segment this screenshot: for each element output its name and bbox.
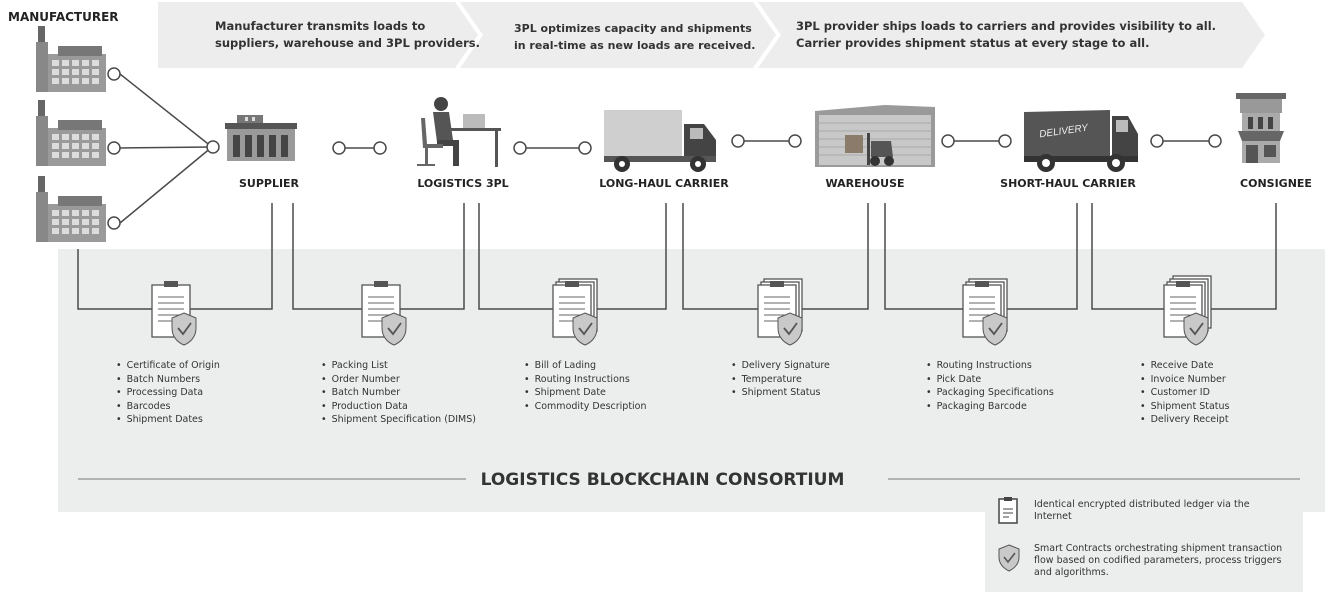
- banner-step-3-line-2: Carrier provides shipment status at ever…: [796, 36, 1150, 50]
- legend-shield-icon: [998, 544, 1020, 572]
- stage-label-short-haul-carrier: SHORT-HAUL CARRIER: [1000, 177, 1136, 190]
- manufacturer-label: MANUFACTURER: [8, 10, 119, 24]
- document-stack-icon: [757, 278, 803, 346]
- legend-box: [985, 490, 1303, 592]
- document-item: Shipment Status: [1140, 400, 1230, 414]
- factory-icon: [36, 176, 106, 242]
- document-item: Bill of Lading: [524, 359, 647, 373]
- document-item: Pick Date: [926, 373, 1054, 387]
- truck-icon: [604, 110, 716, 172]
- legend-contracts-line-2: flow based on codified parameters, proce…: [1034, 555, 1282, 566]
- document-list-consignee: Receive DateInvoice NumberCustomer IDShi…: [1140, 359, 1230, 427]
- document-item: Customer ID: [1140, 386, 1229, 400]
- banner-step-1: [158, 2, 478, 68]
- factory-icon: [36, 26, 106, 92]
- document-item: Packaging Specifications: [926, 386, 1054, 400]
- banner-step-2: [460, 2, 776, 68]
- document-stack-icon: [151, 281, 197, 346]
- banner-step-2-text: 3PL optimizes capacity and shipments in …: [514, 20, 755, 54]
- document-stack-icon: [361, 281, 407, 346]
- supplier-building-icon: [225, 115, 297, 161]
- document-item: Order Number: [321, 373, 476, 387]
- document-item: Shipment Dates: [116, 413, 220, 427]
- document-item: Receive Date: [1140, 359, 1229, 373]
- banner-step-2-line-2: in real-time as new loads are received.: [514, 39, 756, 52]
- warehouse-forklift-icon: [815, 105, 935, 167]
- banner-step-2-line-1: 3PL optimizes capacity and shipments: [514, 22, 752, 35]
- document-stacks: [151, 275, 1212, 346]
- document-list-supplier: Certificate of OriginBatch NumbersProces…: [116, 359, 220, 427]
- legend-contracts-text: Smart Contracts orchestrating shipment t…: [1034, 543, 1282, 579]
- storefront-icon: [1236, 93, 1286, 163]
- document-item: Temperature: [731, 373, 830, 387]
- document-list-long-haul-carrier: Bill of LadingRouting InstructionsShipme…: [524, 359, 647, 413]
- factory-icon: [36, 100, 106, 166]
- document-item: Shipment Specification (DIMS): [321, 413, 476, 427]
- document-item: Routing Instructions: [524, 373, 647, 387]
- consortium-title: LOGISTICS BLOCKCHAIN CONSORTIUM: [480, 470, 845, 490]
- banner-step-3-line-1: 3PL provider ships loads to carriers and…: [796, 19, 1217, 33]
- document-list-logistics-3pl: Packing ListOrder NumberBatch NumberProd…: [321, 359, 476, 427]
- document-stack-icon: [552, 278, 598, 346]
- document-item: Invoice Number: [1140, 373, 1229, 387]
- document-stack-icon: [962, 278, 1008, 346]
- banner-step-1-text: Manufacturer transmits loads to supplier…: [215, 18, 480, 52]
- document-item: Shipment Status: [731, 386, 830, 400]
- document-item: Shipment Date: [524, 386, 647, 400]
- document-item: Batch Numbers: [116, 373, 220, 387]
- document-item: Processing Data: [116, 386, 220, 400]
- document-item: Delivery Signature: [731, 359, 830, 373]
- consortium-band: [58, 249, 1325, 512]
- banner-step-3: [758, 2, 1265, 68]
- stage-label-supplier: SUPPLIER: [238, 177, 300, 190]
- connector-nodes: [107, 67, 1222, 230]
- delivery-van-icon: DELIVERY: [1024, 110, 1138, 172]
- document-item: Batch Number: [321, 386, 476, 400]
- banner-step-1-line-2: suppliers, warehouse and 3PL providers.: [215, 36, 480, 50]
- document-item: Production Data: [321, 400, 476, 414]
- document-item: Commodity Description: [524, 400, 647, 414]
- manufacturer-factories: [36, 26, 106, 242]
- legend-ledger-line-1: Identical encrypted distributed ledger v…: [1034, 499, 1250, 510]
- person-at-desk-icon: [417, 97, 501, 167]
- document-item: Routing Instructions: [926, 359, 1054, 373]
- document-item: Barcodes: [116, 400, 220, 414]
- stage-label-warehouse: WAREHOUSE: [825, 177, 905, 190]
- document-stack-icon: [1163, 275, 1212, 346]
- banner-step-3-text: 3PL provider ships loads to carriers and…: [796, 18, 1216, 52]
- document-list-short-haul-carrier: Routing InstructionsPick DatePackaging S…: [926, 359, 1054, 413]
- document-item: Delivery Receipt: [1140, 413, 1229, 427]
- document-item: Packing List: [321, 359, 476, 373]
- stage-label-logistics-3pl: LOGISTICS 3PL: [417, 177, 509, 190]
- legend-ledger-icon: [998, 497, 1018, 524]
- document-item: Certificate of Origin: [116, 359, 220, 373]
- stage-label-consignee: CONSIGNEE: [1240, 177, 1312, 190]
- banner-step-1-line-1: Manufacturer transmits loads to: [215, 19, 426, 33]
- legend-contracts-line-3: and algorithms.: [1034, 567, 1109, 578]
- document-item: Packaging Barcode: [926, 400, 1054, 414]
- legend-ledger-text: Identical encrypted distributed ledger v…: [1034, 499, 1250, 523]
- legend-contracts-line-1: Smart Contracts orchestrating shipment t…: [1034, 543, 1283, 554]
- legend-ledger-line-2: Internet: [1034, 511, 1072, 522]
- document-list-warehouse: Delivery SignatureTemperatureShipment St…: [731, 359, 830, 400]
- stage-label-long-haul-carrier: LONG-HAUL CARRIER: [599, 177, 729, 190]
